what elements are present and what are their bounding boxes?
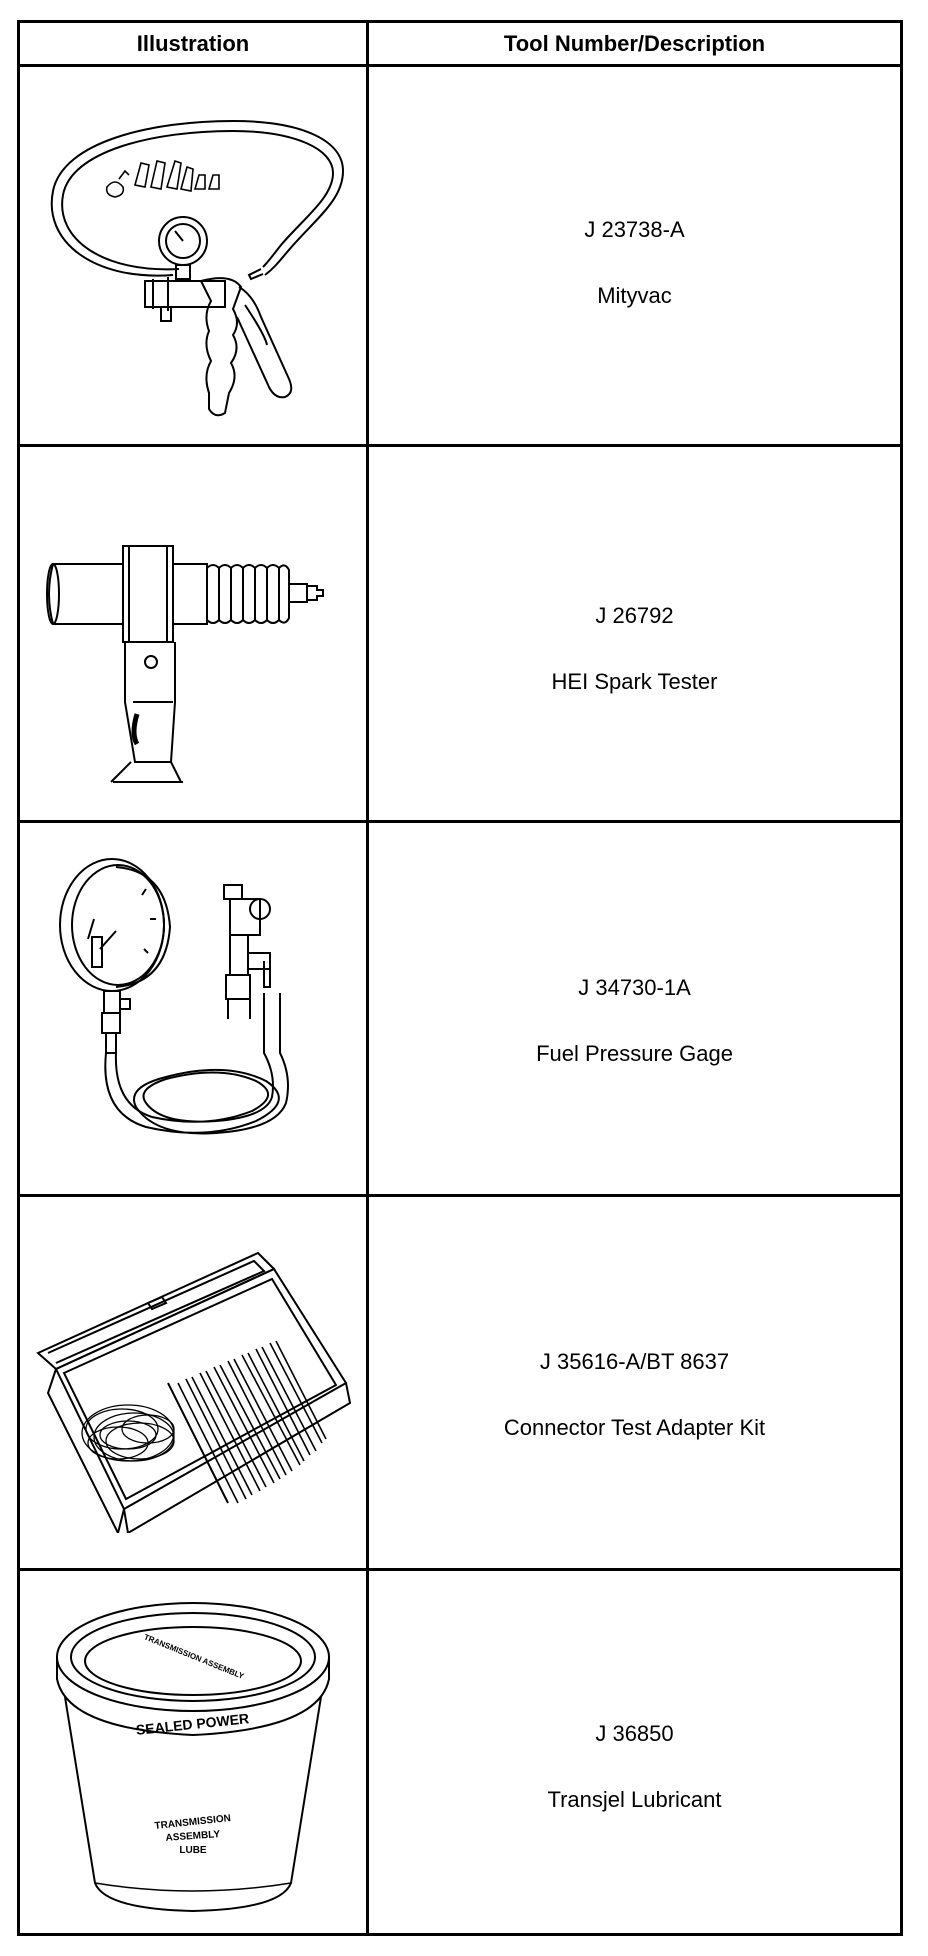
lubricant-tub-icon: TRANSMISSION ASSEMBLY SEALED POWER TRANS… bbox=[43, 1587, 343, 1917]
illustration-cell bbox=[20, 823, 366, 1194]
header-illustration: Illustration bbox=[136, 30, 250, 56]
tool-description: HEI Spark Tester bbox=[551, 669, 718, 694]
illustration-cell: TRANSMISSION ASSEMBLY SEALED POWER TRANS… bbox=[20, 1571, 366, 1933]
body-label-line-1: TRANSMISSION bbox=[154, 1813, 231, 1832]
spark-tester-icon bbox=[33, 484, 353, 784]
adapter-kit-case-icon bbox=[28, 1233, 358, 1533]
tool-number: J 26792 bbox=[595, 603, 674, 628]
pressure-gage-icon bbox=[38, 849, 348, 1169]
tool-description: Transjel Lubricant bbox=[547, 1787, 722, 1812]
special-tools-table: Illustration Tool Number/Description bbox=[17, 20, 903, 1936]
illustration-cell bbox=[20, 1197, 366, 1568]
lid-label: TRANSMISSION ASSEMBLY bbox=[143, 1632, 246, 1681]
table-row: J 23738-A Mityvac bbox=[20, 67, 900, 447]
header-tool-number-description: Tool Number/Description bbox=[503, 30, 766, 56]
brand-label: SEALED POWER bbox=[135, 1710, 250, 1738]
illustration-cell bbox=[20, 447, 366, 820]
tool-number: J 36850 bbox=[595, 1721, 674, 1746]
table-header-row: Illustration Tool Number/Description bbox=[20, 23, 900, 67]
table-row: TRANSMISSION ASSEMBLY SEALED POWER TRANS… bbox=[20, 1571, 900, 1933]
tool-description: Connector Test Adapter Kit bbox=[503, 1415, 766, 1440]
column-divider bbox=[366, 23, 369, 1933]
body-label-line-3: LUBE bbox=[179, 1845, 207, 1856]
table-row: J 26792 HEI Spark Tester bbox=[20, 447, 900, 823]
vacuum-pump-icon bbox=[33, 91, 353, 421]
tool-description: Fuel Pressure Gage bbox=[536, 1041, 733, 1066]
tool-number: J 35616-A/BT 8637 bbox=[539, 1349, 730, 1374]
body-label-line-2: ASSEMBLY bbox=[165, 1829, 221, 1844]
table-row: J 35616-A/BT 8637 Connector Test Adapter… bbox=[20, 1197, 900, 1571]
tool-number: J 23738-A bbox=[584, 217, 685, 242]
tool-number: J 34730-1A bbox=[578, 975, 691, 1000]
illustration-cell bbox=[20, 67, 366, 444]
tool-description: Mityvac bbox=[597, 283, 672, 308]
table-row: J 34730-1A Fuel Pressure Gage bbox=[20, 823, 900, 1197]
